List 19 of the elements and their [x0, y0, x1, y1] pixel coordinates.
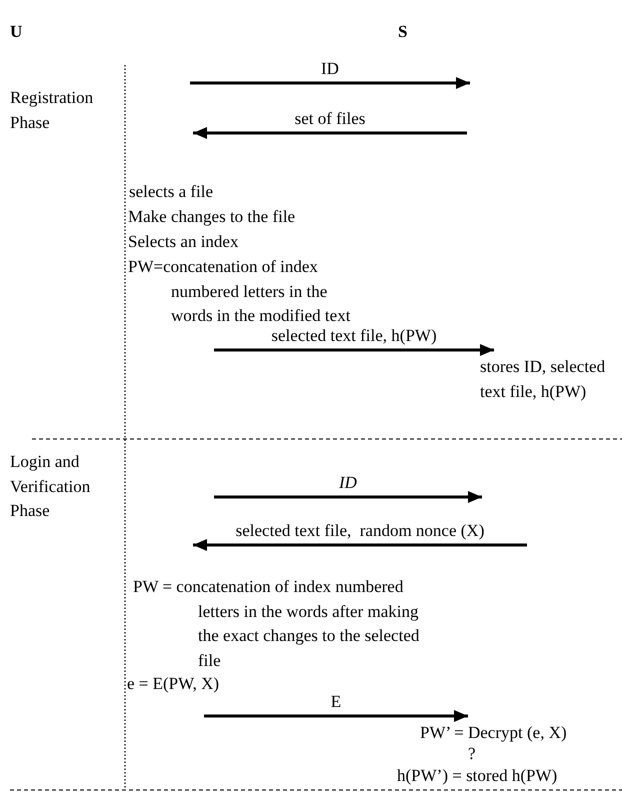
message-text: PW’ = Decrypt (e, X): [420, 722, 568, 744]
annotation-text: Registration Phase: [10, 87, 94, 134]
message-text: stores ID, selected text file, h(PW): [480, 356, 606, 402]
annotation-text: e = E(PW, X): [127, 673, 220, 695]
arrow: [204, 710, 468, 722]
annotation-text: Make changes to the file: [128, 206, 296, 228]
annotation-text: Selects an index: [128, 231, 238, 253]
annotation-text: selects a file: [129, 181, 214, 203]
message-label: ID: [339, 473, 357, 493]
message-label: set of files: [294, 109, 366, 129]
annotation-text: h(PW’) = stored h(PW): [397, 765, 558, 787]
annotation-text: Login and Verification Phase: [10, 451, 92, 522]
party-heading: U: [10, 21, 22, 43]
arrow: [214, 344, 494, 356]
annotation-text: ?: [468, 743, 476, 765]
party-heading: S: [398, 21, 408, 43]
message-label: selected text file, random nonce (X): [236, 521, 484, 541]
edge-label: selected text file, h(PW): [269, 326, 439, 346]
message-label: ID: [321, 59, 339, 79]
